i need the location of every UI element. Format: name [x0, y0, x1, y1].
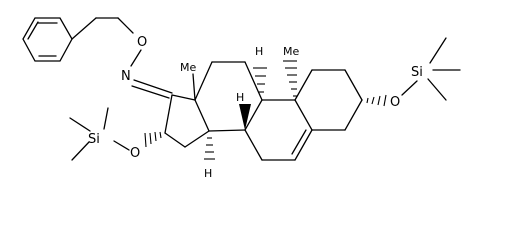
si-methyl-bond	[103, 107, 109, 130]
h8-label: H	[236, 91, 244, 104]
si-methyl-bond	[71, 141, 90, 161]
c3-o-hash	[366, 94, 387, 107]
ring-c	[194, 61, 263, 132]
ring-d	[164, 94, 210, 148]
c10-c5-bond	[294, 99, 313, 131]
c3-c4-bond	[344, 99, 363, 131]
c18-methyl-label: Me	[180, 61, 196, 74]
si-methyl-bond	[69, 117, 91, 132]
h9-hash	[253, 67, 267, 93]
oxime-group: O N	[121, 35, 173, 99]
oxime-oxygen-label: O	[137, 35, 147, 50]
h14-label: H	[204, 167, 212, 180]
c16-o-hash	[144, 131, 162, 148]
benzyl-ch2-bond	[71, 17, 97, 40]
phenyl-double-bond	[27, 21, 39, 40]
h14-hash	[204, 137, 215, 160]
c17-c16-bond	[164, 94, 173, 134]
c5-c6-double-bond-2	[291, 129, 307, 155]
structure-canvas: O N Me	[22, 17, 461, 180]
c13-c12-bond	[194, 61, 213, 101]
c15-c14-bond	[184, 130, 210, 148]
c19-methyl-label: Me	[283, 45, 299, 58]
h9-label: H	[255, 45, 263, 58]
o-n-bond	[130, 49, 142, 67]
c16-oxygen-label: O	[130, 146, 140, 161]
c16-silicon-label: Si	[88, 132, 100, 147]
c16-otms-group: O Si	[69, 107, 162, 161]
c10-c1-bond	[294, 69, 313, 101]
c3-otms-group: O Si	[366, 37, 461, 110]
ch2-oxygen-bond	[117, 17, 134, 34]
o-si-bond	[401, 80, 418, 96]
c-n-double-bond-2	[131, 85, 170, 99]
c7-c8-bond	[244, 129, 263, 161]
molecule-diagram: O N Me	[22, 17, 461, 180]
benzyl-group	[22, 17, 134, 62]
c17-c13-bond	[171, 94, 196, 101]
c11-c9-bond	[244, 61, 263, 101]
c2-c3-bond	[344, 69, 363, 101]
c3-oxygen-label: O	[390, 95, 400, 110]
si-methyl-bond	[429, 37, 447, 64]
o-si-bond	[113, 140, 130, 151]
c18-methyl-bond	[192, 73, 196, 101]
c19-methyl-hash	[283, 60, 297, 97]
c3-silicon-label: Si	[411, 65, 423, 80]
oxime-nitrogen-label: N	[121, 69, 131, 84]
si-methyl-bond	[427, 78, 447, 101]
c9-c8-bond	[244, 99, 263, 131]
h8-wedge	[239, 104, 251, 130]
c16-c15-bond	[164, 132, 186, 148]
c-n-double-bond	[133, 79, 173, 94]
phenyl-ring	[22, 17, 73, 62]
ring-a	[294, 69, 363, 131]
c13-c14-bond	[194, 99, 210, 132]
c8-c14-bond	[208, 129, 246, 132]
c5-c6-double-bond	[294, 129, 313, 161]
ring-b	[244, 99, 313, 161]
